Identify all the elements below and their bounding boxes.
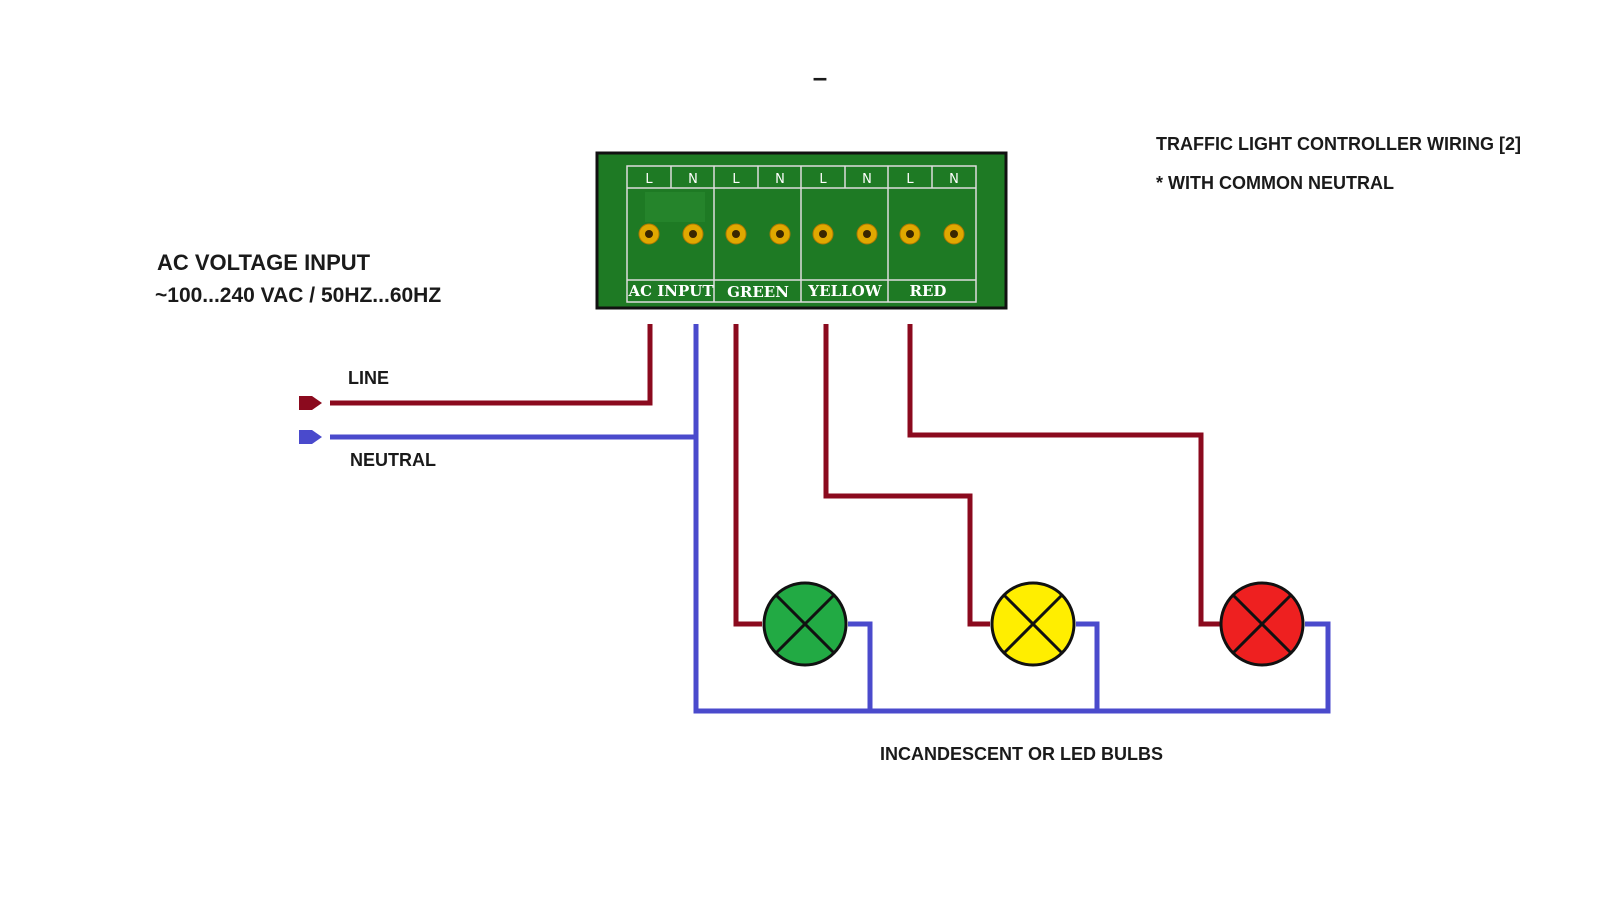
yellow-neutral-wire bbox=[1076, 621, 1100, 711]
channel-label-green: GREEN bbox=[727, 283, 789, 301]
top-dash: – bbox=[813, 62, 827, 92]
diagram-title: TRAFFIC LIGHT CONTROLLER WIRING [2] bbox=[1156, 134, 1521, 154]
terminal-block: L N L N L N L N AC INPUT GREEN YELLOW RE… bbox=[595, 151, 1008, 310]
common-neutral-bus bbox=[693, 324, 1331, 714]
channel-label-red: RED bbox=[910, 282, 947, 300]
ac-input-heading: AC VOLTAGE INPUT bbox=[157, 250, 371, 275]
pin-label-7: L bbox=[906, 172, 914, 187]
screw-terminals bbox=[638, 223, 965, 245]
pin-label-5: L bbox=[819, 172, 827, 187]
pin-label-2: N bbox=[688, 172, 698, 187]
pin-label-3: L bbox=[732, 172, 740, 187]
yellow-bulb bbox=[990, 581, 1076, 667]
green-line-wire bbox=[733, 324, 762, 627]
pin-label-8: N bbox=[949, 172, 959, 187]
line-input-wire bbox=[330, 324, 653, 406]
pin-label-6: N bbox=[862, 172, 872, 187]
neutral-arrow-icon bbox=[299, 430, 322, 444]
red-bulb bbox=[1219, 581, 1305, 667]
pin-label-4: N bbox=[775, 172, 785, 187]
pin-label-1: L bbox=[645, 172, 653, 187]
line-label: LINE bbox=[348, 368, 389, 388]
line-arrow-icon bbox=[299, 396, 322, 410]
bulbs-caption: INCANDESCENT OR LED BULBS bbox=[880, 744, 1163, 764]
channel-label-yellow: YELLOW bbox=[807, 282, 882, 300]
yellow-line-wire bbox=[823, 324, 990, 627]
ac-input-spec: ~100...240 VAC / 50HZ...60HZ bbox=[155, 284, 441, 307]
red-line-wire bbox=[907, 324, 1220, 627]
green-neutral-wire bbox=[848, 621, 873, 711]
channel-label-ac-input: AC INPUT bbox=[627, 282, 714, 300]
green-bulb bbox=[762, 581, 848, 667]
neutral-label: NEUTRAL bbox=[350, 450, 436, 470]
diagram-subtitle: * WITH COMMON NEUTRAL bbox=[1156, 173, 1394, 193]
